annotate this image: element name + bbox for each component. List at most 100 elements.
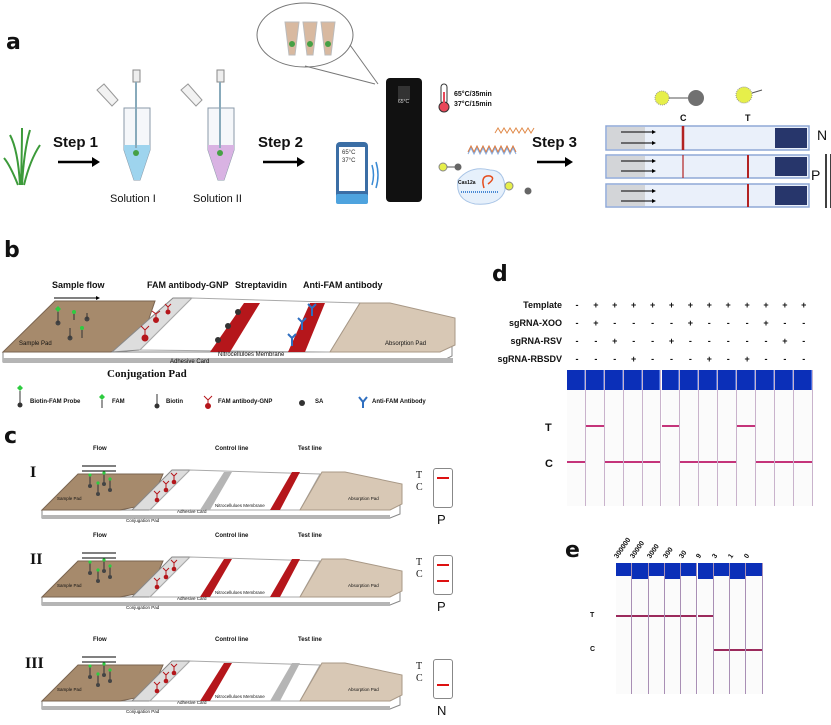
strip-lane — [793, 370, 813, 506]
scenario-result: P — [437, 599, 446, 614]
control-band — [623, 461, 642, 463]
anti-fam-antibody-heading: Anti-FAM antibody — [303, 280, 383, 290]
lane-concentration-label: 1 — [727, 552, 736, 560]
table-cell: - — [688, 336, 692, 346]
table-cell: + — [631, 300, 637, 310]
flow-heading: Flow — [93, 533, 107, 539]
strip-lane — [604, 370, 624, 506]
absorption-pad — [299, 558, 403, 598]
thermos-display: 65°C — [398, 99, 410, 105]
sample-pad-label: Sample Pad — [19, 341, 52, 347]
control-band — [718, 461, 737, 463]
lane-concentration-label: 300 — [662, 546, 675, 560]
probe-molecules — [55, 306, 90, 341]
strip-c-label: C — [680, 113, 687, 123]
d-c-label: C — [545, 458, 553, 470]
thermos-incubator-icon — [386, 78, 422, 202]
table-cell: - — [575, 336, 579, 346]
test-line-heading: Test line — [298, 533, 322, 539]
e-c-label: C — [590, 646, 596, 653]
panel-a-letter: a — [6, 30, 21, 55]
anti-fam-antibody-icon — [358, 396, 368, 408]
control-band — [437, 684, 449, 686]
adhesive-card-label: Adhesive Card — [177, 509, 207, 514]
table-cell: + — [668, 300, 675, 310]
table-cell: + — [782, 300, 788, 310]
table-cell: - — [670, 354, 673, 364]
sa-icon — [299, 400, 305, 406]
table-row-label: sgRNA-RSV — [510, 336, 562, 346]
absorption-pad — [299, 471, 403, 511]
strip-lane — [718, 370, 738, 506]
table-cell: + — [706, 300, 712, 310]
lateral-flow-strip-diagram — [40, 656, 403, 710]
strip-lane-top — [567, 370, 585, 390]
test-line — [270, 663, 300, 701]
flow-heading: Flow — [93, 637, 107, 643]
scenario-roman: I — [30, 464, 37, 481]
control-band — [746, 649, 762, 651]
membrane-label: Nitrocelluloes Membrane — [215, 503, 265, 508]
flow-heading: Flow — [93, 446, 107, 452]
strip-lane — [642, 370, 662, 506]
table-cell: - — [745, 318, 749, 328]
lane-concentration-label: 3 — [711, 552, 720, 560]
table-cell: + — [763, 318, 769, 328]
test-band — [437, 564, 449, 566]
solution-1-label: Solution I — [110, 193, 156, 205]
control-band — [437, 580, 449, 582]
d-t-label: T — [545, 422, 552, 434]
conjugation-pad — [110, 297, 194, 353]
table-cell: - — [575, 354, 579, 364]
result-strip-icon — [433, 555, 453, 595]
table-cell: - — [594, 336, 598, 346]
result-strip-icon — [433, 468, 453, 508]
table-row-label: sgRNA-RBSDV — [497, 354, 562, 364]
test-line-heading: Test line — [298, 637, 322, 643]
strip-t-label: T — [745, 113, 751, 123]
table-cell: - — [802, 318, 806, 328]
strip-lane-top — [737, 370, 755, 390]
control-line-heading: Control line — [215, 533, 249, 539]
strip-lane-top — [642, 370, 661, 390]
test-band — [632, 615, 648, 617]
table-cell: - — [688, 354, 692, 364]
sample-pad-label: Sample Pad — [57, 687, 82, 692]
control-band — [713, 649, 730, 651]
absorption-pad-label: Absorption Pad — [348, 583, 379, 588]
result-strips — [605, 125, 831, 208]
table-cell: + — [593, 300, 599, 310]
specificity-strip-image — [567, 370, 813, 506]
test-band — [616, 615, 632, 617]
table-cell: - — [726, 354, 730, 364]
cas12a-complex-icon — [457, 168, 506, 205]
control-band — [699, 461, 718, 463]
panel-b-letter: b — [4, 238, 20, 263]
legend-sa: SA — [315, 399, 324, 405]
table-cell: - — [726, 318, 730, 328]
table-cell: - — [783, 318, 787, 328]
strip-lane — [737, 370, 756, 506]
strip-lane-top — [713, 563, 730, 576]
strip-lane-top — [774, 370, 793, 390]
test-band — [664, 615, 681, 617]
table-row-label: sgRNA-XOO — [508, 318, 562, 328]
phone-temp-1: 65°C — [342, 150, 356, 156]
table-cell: - — [594, 354, 598, 364]
strip-lane-top — [661, 370, 680, 390]
table-cell: + — [706, 354, 712, 364]
table-cell: + — [631, 354, 637, 364]
strip-lane — [632, 563, 649, 694]
fam-antibody-gnp-icons — [140, 303, 172, 342]
fam-icon — [99, 394, 105, 408]
tube-solution-2-icon — [180, 69, 235, 181]
panel-e-letter: e — [565, 538, 580, 563]
test-line — [270, 559, 300, 597]
control-band — [680, 461, 699, 463]
strip-lane — [567, 370, 586, 506]
test-band — [437, 477, 449, 479]
strip-lane — [713, 563, 731, 694]
conjugation-pad-label: Conjugation Pad — [126, 518, 160, 523]
adhesive-card-label: Adhesive Card — [170, 359, 210, 365]
biotin-fam-probe-icon — [17, 385, 23, 408]
